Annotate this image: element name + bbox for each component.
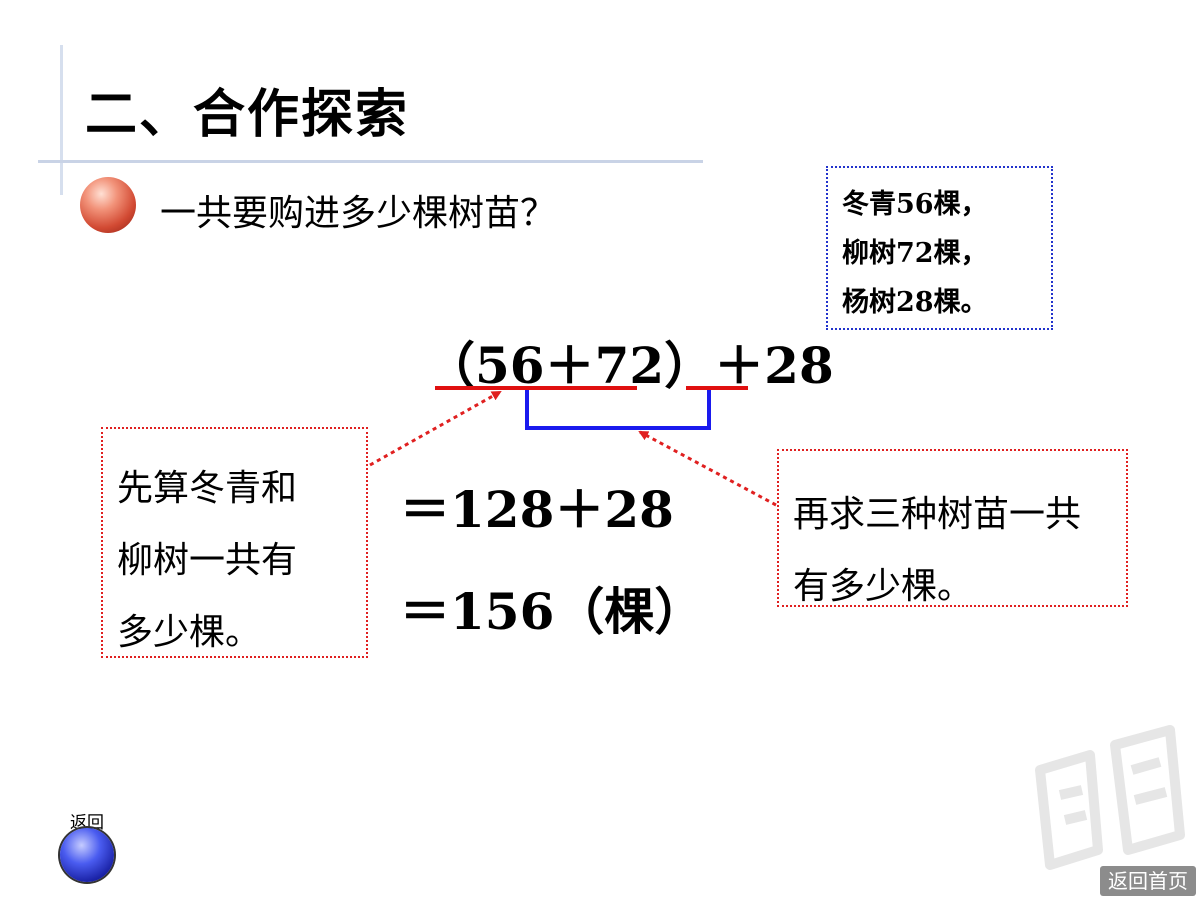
info-line: 冬青56棵， [842, 189, 988, 220]
note-line: 多少棵。 [117, 612, 262, 653]
question-text: 一共要购进多少棵树苗？ [160, 193, 557, 234]
right-explanation-note: 再求三种树苗一共 有多少棵。 [777, 449, 1128, 607]
back-label: 返回 [70, 813, 104, 833]
slide-title: 二、合作探索 [85, 85, 410, 145]
decorative-vertical-line [60, 45, 63, 195]
note-line: 再求三种树苗一共 [793, 494, 1082, 535]
left-explanation-note: 先算冬青和 柳树一共有 多少棵。 [101, 427, 368, 658]
red-sphere-icon [80, 177, 136, 233]
calculation-step-1: ＝128＋28 [400, 480, 674, 539]
main-expression: （56＋72）＋28 [425, 336, 834, 395]
right-note-arrow [638, 430, 777, 507]
left-note-arrow [369, 390, 502, 467]
decorative-watermark-icon [1035, 725, 1185, 870]
note-line: 先算冬青和 [117, 468, 298, 509]
title-underline [38, 160, 703, 163]
info-line: 杨树28棵。 [842, 287, 988, 318]
note-line: 柳树一共有 [117, 540, 298, 581]
combine-bracket [525, 390, 711, 430]
info-box: 冬青56棵， 柳树72棵， 杨树28棵。 [826, 166, 1053, 330]
calculation-step-2: ＝156（棵） [400, 582, 705, 641]
home-button[interactable]: 返回首页 [1100, 866, 1196, 896]
info-line: 柳树72棵， [842, 238, 988, 269]
back-button[interactable] [60, 828, 114, 882]
note-line: 有多少棵。 [793, 566, 974, 607]
